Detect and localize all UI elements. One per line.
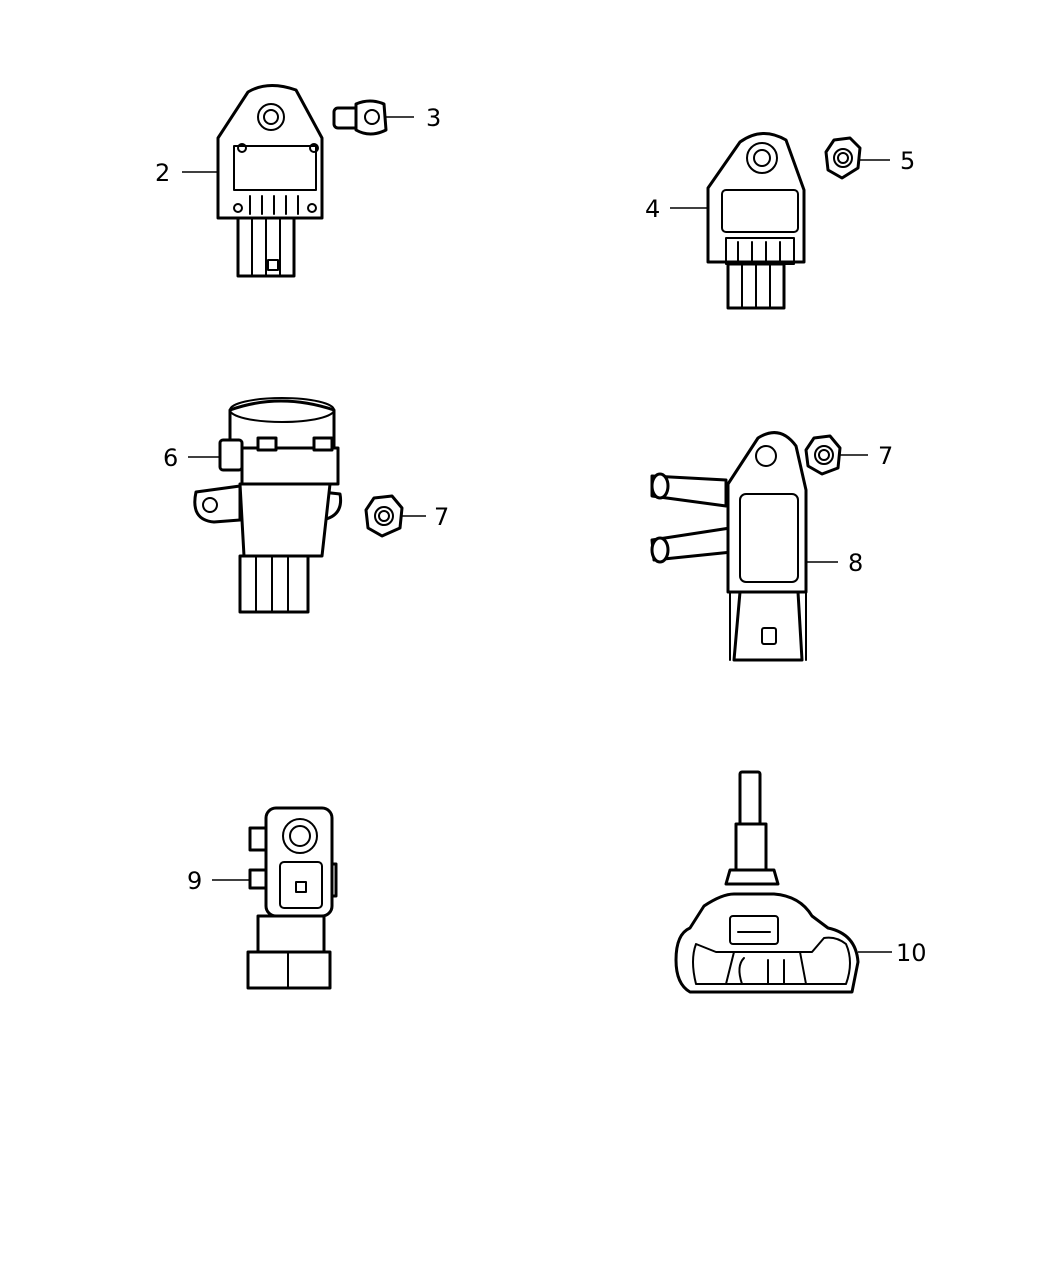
callout-7b: 7 [878,442,893,470]
callout-2: 2 [155,159,170,187]
part-8-sensor [650,431,808,662]
callout-5: 5 [900,147,915,175]
callout-labels: 2 3 4 5 6 7 7 8 9 10 [155,104,927,967]
callout-7a: 7 [434,503,449,531]
part-3-bolt [332,99,388,136]
callout-6: 6 [163,444,178,472]
part-7b-nut [804,434,842,476]
part-5-nut [824,136,862,180]
callout-3: 3 [426,104,441,132]
part-10-tpms-sensor [674,770,860,994]
part-9-sensor [246,806,338,990]
leader-lines [182,116,892,953]
callout-10: 10 [896,939,927,967]
part-2-sensor [216,84,324,278]
part-6-sensor [193,397,343,614]
callout-4: 4 [645,195,660,223]
part-7a-nut [364,494,404,538]
callout-9: 9 [187,867,202,895]
part-4-sensor [706,132,806,310]
callout-8: 8 [848,549,863,577]
